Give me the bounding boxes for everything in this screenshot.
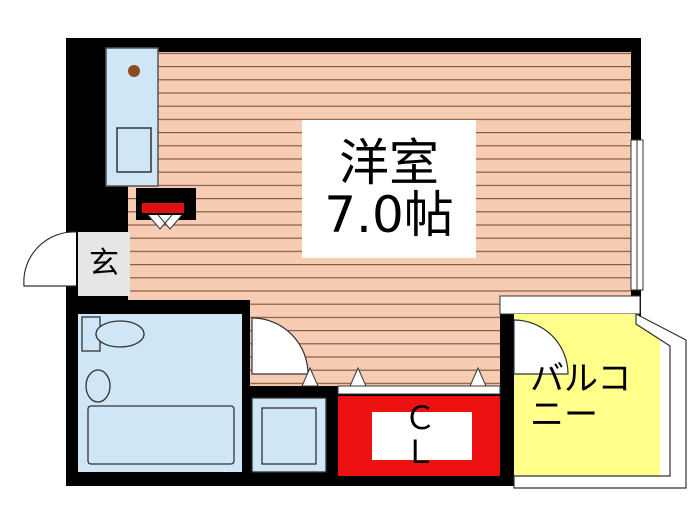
- stove-burner-icon: [128, 65, 140, 77]
- closet-door-track: [337, 385, 501, 395]
- washer-symbol-icon: [147, 214, 183, 230]
- entrance-label: 玄: [80, 236, 128, 292]
- western-room-size: 7.0帖: [324, 186, 454, 244]
- balcony-label-line2: ニー: [530, 395, 598, 435]
- closet-door-marker: [469, 366, 487, 387]
- closet-label: ＣＬ: [372, 402, 472, 469]
- balcony-door-swing: [513, 319, 569, 375]
- bathtub: [87, 405, 235, 465]
- balcony-label-line1: バルコ: [530, 359, 632, 400]
- toilet-bowl: [95, 320, 145, 348]
- fridge-red-marker: [142, 203, 184, 213]
- balcony-window-frame: [499, 295, 641, 315]
- closet-door-marker: [349, 366, 367, 387]
- western-room-name: 洋室: [339, 133, 439, 192]
- western-room-label: 洋室 7.0帖: [302, 120, 476, 258]
- entrance-door-swing: [23, 231, 77, 287]
- washing-machine-pan: [261, 407, 317, 465]
- balcony-label: バルコ ニー: [526, 357, 660, 439]
- balcony-railing: [513, 313, 687, 489]
- closet-door-marker: [301, 366, 319, 387]
- kitchen-sink: [116, 127, 152, 173]
- wash-basin: [85, 369, 111, 403]
